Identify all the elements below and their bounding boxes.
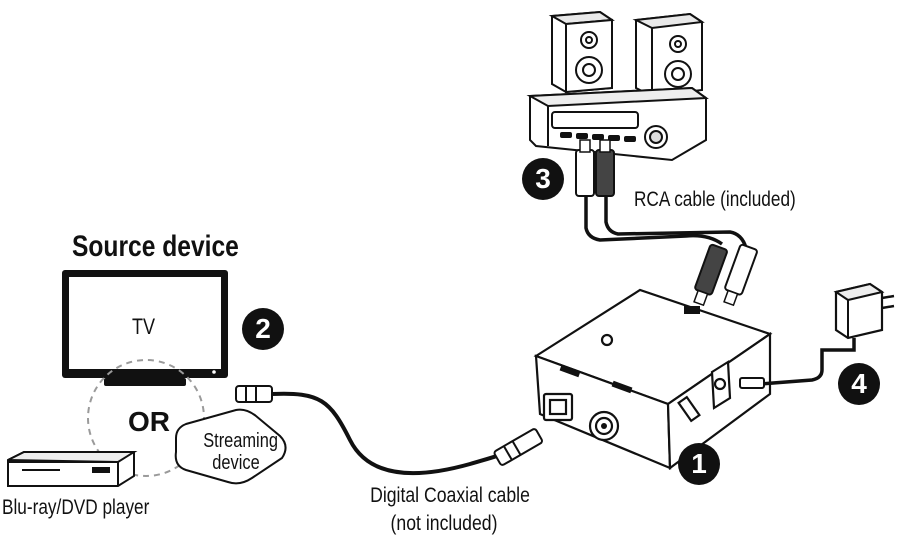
rca-text: RCA cable (included) <box>634 188 796 211</box>
speaker-left <box>548 10 615 94</box>
power-adapter <box>739 282 895 389</box>
coax-line1: Digital Coaxial cable <box>370 484 530 507</box>
streaming-label: Streaming device <box>196 430 278 474</box>
step-badge-2: 2 <box>242 308 284 350</box>
step-badge-3: 3 <box>522 158 564 200</box>
bluray-text: Blu-ray/DVD player <box>2 496 150 519</box>
bluray-player-illustration <box>7 451 138 487</box>
source-device-label: Source device <box>72 230 275 264</box>
rca-label: RCA cable (included) <box>634 188 831 212</box>
or-label: OR <box>128 406 170 438</box>
tv-label: TV <box>132 314 160 340</box>
step-badge-1: 1 <box>678 443 720 485</box>
bluray-label: Blu-ray/DVD player <box>2 496 182 520</box>
coax-line2: (not included) <box>390 512 498 535</box>
tv-illustration <box>62 270 228 386</box>
tv-text: TV <box>132 314 156 339</box>
streaming-line1: Streaming <box>203 430 278 452</box>
rca-cable <box>575 139 758 307</box>
av-receiver <box>526 86 709 162</box>
streaming-box-illustration <box>174 408 287 485</box>
converter-box-illustration <box>533 288 773 471</box>
speaker-right <box>632 12 705 98</box>
coax-label: Digital Coaxial cable (not included) <box>356 482 532 538</box>
or-text: OR <box>128 406 170 437</box>
step-badge-4: 4 <box>838 363 880 405</box>
source-device-text: Source device <box>72 230 239 263</box>
streaming-line2: device <box>212 452 260 474</box>
coaxial-cable <box>235 385 543 476</box>
